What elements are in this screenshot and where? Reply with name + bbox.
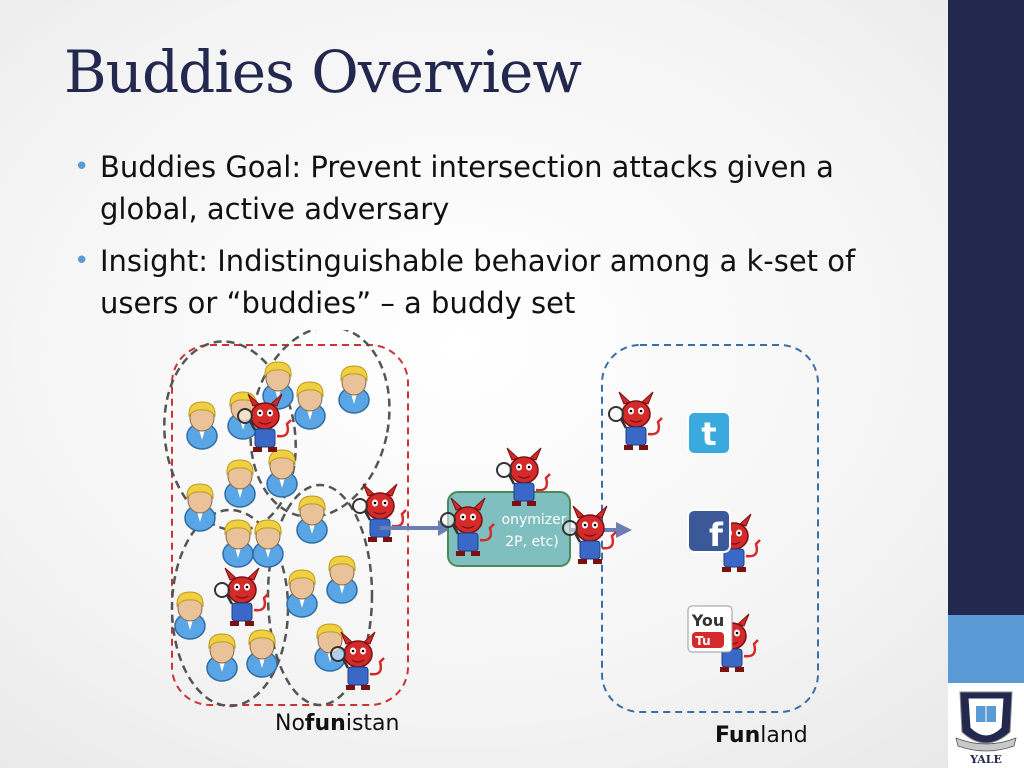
anonymizer-label-2: 2P, etc) (505, 534, 559, 550)
youtube-icon: You Tu (687, 605, 733, 653)
yale-logo-text: YALE (969, 753, 1002, 766)
user-icon (222, 519, 254, 568)
bullet-dot-icon: • (74, 152, 90, 182)
svg-text:Tu: Tu (695, 634, 710, 648)
nofunistan-region (171, 344, 409, 706)
slide-title: Buddies Overview (64, 38, 582, 106)
funland-label: Funland (715, 723, 808, 748)
bullet-dot-icon: • (74, 246, 90, 276)
user-icon (252, 519, 284, 568)
bullet-text: Buddies Goal: Prevent intersection attac… (100, 150, 834, 226)
user-icon (338, 365, 370, 414)
user-icon (224, 459, 256, 508)
svg-text:f: f (709, 516, 724, 554)
adversary-devil-icon (213, 566, 270, 628)
user-icon (296, 495, 328, 544)
user-icon (294, 381, 326, 430)
user-icon (326, 555, 358, 604)
user-icon (246, 629, 278, 678)
buddy-set-ellipse (249, 330, 391, 519)
adversary-devil-icon (607, 390, 664, 452)
bullet-list: • Buddies Goal: Prevent intersection atta… (74, 146, 934, 334)
adversary-devil-icon (351, 482, 408, 544)
user-icon (286, 569, 318, 618)
buddies-diagram: onymizer 2P, etc) t f You Tu Nofunistan … (163, 330, 819, 748)
bullet-text: Insight: Indistinguishable behavior amon… (100, 244, 856, 320)
nofunistan-label: Nofunistan (275, 711, 399, 736)
facebook-icon: f (687, 509, 731, 554)
yale-logo-icon: YALE (955, 691, 1017, 766)
anonymizer-label-1: onymizer (502, 512, 567, 528)
svg-text:t: t (701, 415, 716, 453)
sidebar-dark-band (948, 0, 1024, 615)
twitter-icon: t (687, 411, 731, 455)
user-icon (184, 483, 216, 532)
user-icon (206, 633, 238, 682)
user-icon (186, 401, 218, 450)
bullet-item: • Insight: Indistinguishable behavior amo… (74, 240, 934, 324)
user-icon (174, 591, 206, 640)
sidebar-light-band (948, 615, 1024, 683)
bullet-item: • Buddies Goal: Prevent intersection atta… (74, 146, 934, 230)
arrow-head-icon (616, 522, 632, 538)
svg-text:You: You (691, 611, 725, 630)
